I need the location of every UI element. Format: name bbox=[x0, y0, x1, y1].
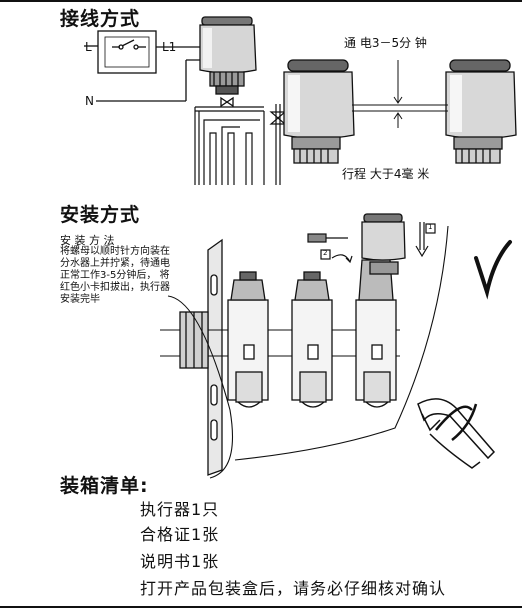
neutral-wire-label: N bbox=[85, 94, 94, 108]
crossed-wrench-icon bbox=[417, 398, 496, 469]
instruction-line: 分水器上并拧紧，待通电 bbox=[60, 258, 170, 269]
instruction-line: 将螺母以顺时针方向装在 bbox=[60, 246, 170, 257]
packing-item: 合格证1张 bbox=[140, 525, 220, 544]
packing-item: 打开产品包装盒后，请务必仔细核对确认 bbox=[140, 579, 447, 598]
checkmark-icon bbox=[474, 240, 512, 300]
install-actuator bbox=[361, 213, 406, 275]
power-duration-note: 通 电3－5分 钟 bbox=[344, 36, 427, 50]
packing-title: 装箱清单: bbox=[60, 475, 149, 497]
step-2-marker: 2 bbox=[323, 249, 328, 257]
actuator-left bbox=[283, 59, 355, 164]
manifold-pipes bbox=[194, 104, 287, 185]
bottom-rule bbox=[0, 606, 522, 608]
actuator-right bbox=[445, 59, 517, 164]
install-title: 安装方式 bbox=[60, 204, 141, 226]
top-rule bbox=[0, 0, 522, 2]
wiring-actuator bbox=[199, 16, 257, 108]
install-subtitle: 安 装 方 法 bbox=[60, 234, 115, 247]
switch-box-diagram bbox=[84, 30, 208, 102]
install-clip bbox=[307, 222, 436, 264]
instruction-line: 正常工作3-5分钟后， 将 bbox=[60, 270, 170, 281]
install-instructions: 将螺母以顺时针方向装在 分水器上并拧紧，待通电 正常工作3-5分钟后， 将 红色… bbox=[60, 246, 210, 306]
wall-outline bbox=[167, 225, 449, 479]
switched-wire-label: L1 bbox=[162, 40, 177, 54]
stroke-indicator bbox=[352, 60, 448, 128]
step-1-marker: 1 bbox=[428, 223, 433, 231]
live-wire-label: L bbox=[85, 40, 92, 54]
packing-item: 执行器1只 bbox=[140, 500, 220, 519]
instruction-line: 安装完毕 bbox=[60, 294, 100, 305]
wiring-title: 接线方式 bbox=[60, 8, 141, 30]
stroke-length-note: 行程 大于4毫 米 bbox=[342, 167, 430, 181]
packing-item: 说明书1张 bbox=[140, 552, 220, 571]
instruction-line: 红色小卡扣拔出，执行器 bbox=[60, 282, 170, 293]
